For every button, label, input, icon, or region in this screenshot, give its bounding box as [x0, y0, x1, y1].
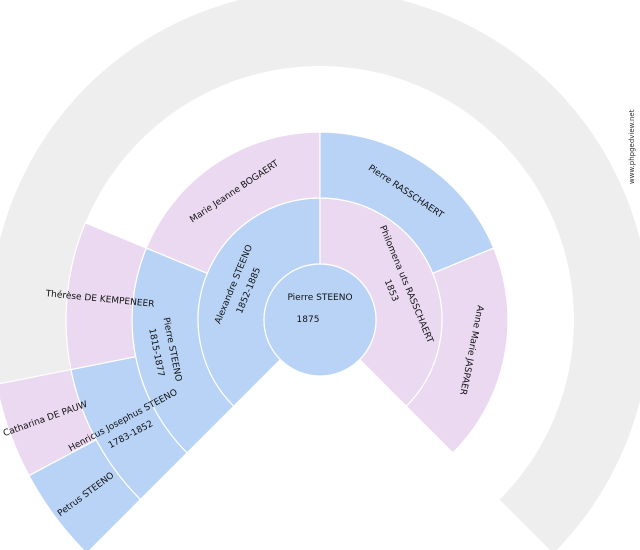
- watermark-text: www.phpgedview.net: [628, 109, 636, 184]
- root-dates: 1875: [297, 315, 320, 325]
- ancestor-box-anne-marie-jaspaer[interactable]: [405, 247, 509, 454]
- root-person-circle[interactable]: [263, 263, 377, 377]
- ancestor-box-catharina-de-pauw[interactable]: [0, 368, 97, 477]
- root-name: Pierre STEENO: [287, 293, 352, 303]
- watermark: www.phpgedview.net: [628, 109, 636, 184]
- ancestor-box-th-r-se-de-kempeneer[interactable]: [65, 222, 148, 371]
